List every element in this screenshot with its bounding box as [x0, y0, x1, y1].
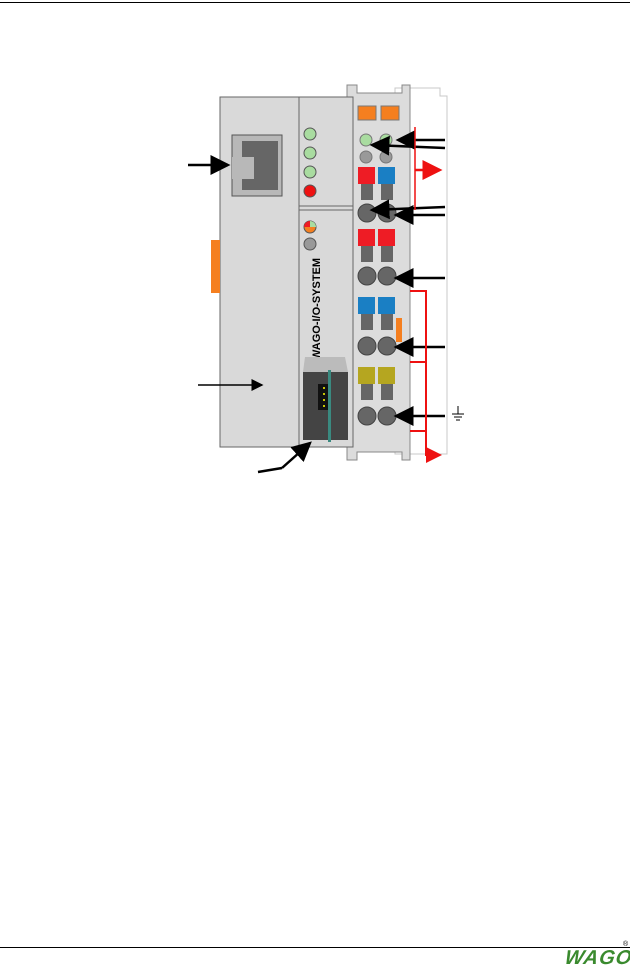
ethernet-port — [231, 134, 283, 197]
supply-terminal-block — [346, 84, 411, 461]
status-led-pie — [303, 220, 317, 234]
status-led — [303, 146, 317, 160]
led-a — [359, 133, 373, 147]
status-led — [303, 127, 317, 141]
orange-release-clip — [211, 240, 220, 293]
device-label: WAGO-I/O-SYSTEM — [311, 258, 323, 360]
header-rule — [0, 2, 630, 3]
registered-mark: ® — [623, 941, 629, 948]
gray-led — [303, 237, 317, 251]
status-led — [303, 165, 317, 179]
callout-arrows — [188, 130, 446, 474]
wago-logo: WAGO — [563, 947, 630, 969]
footer-rule — [0, 947, 630, 948]
adjacent-module-outline — [394, 87, 448, 455]
status-led — [303, 184, 317, 198]
red-supply-arrows — [410, 127, 443, 463]
service-interface — [303, 357, 348, 442]
ground-symbol-icon — [452, 406, 464, 421]
